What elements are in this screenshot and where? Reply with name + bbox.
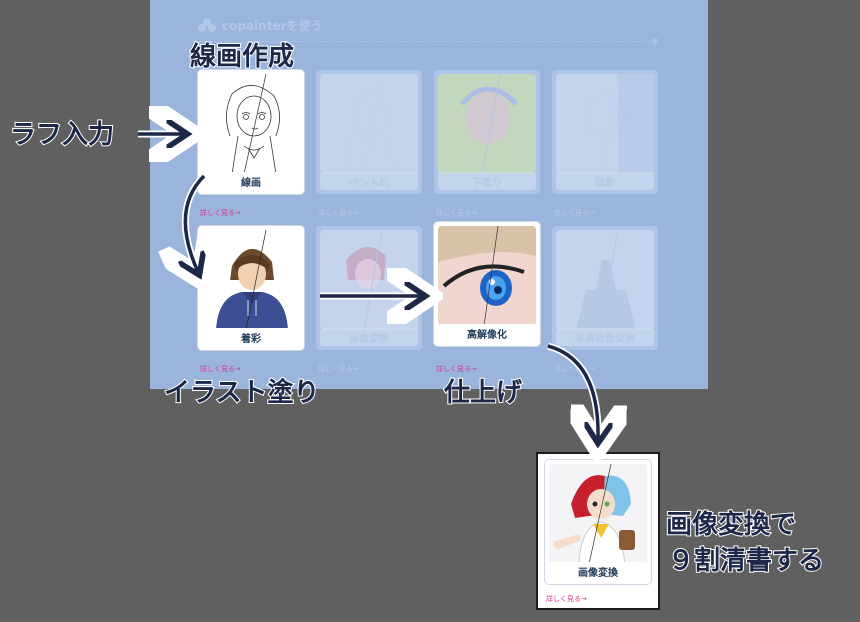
panel-header: copainterを使う [198,14,323,36]
card-image-convert-more-link[interactable]: 詳しく見る→ [318,365,359,373]
card-base-coloring-label: 下塗り [438,172,536,190]
card-lineart-label: 線画 [202,172,300,190]
shading-thumbnail [556,74,654,174]
base-coloring-thumbnail [438,74,536,174]
card-pen-inking-more-link[interactable]: 詳しく見る→ [318,209,359,217]
annotation-rough-input: ラフ入力 [9,119,115,151]
copainter-logo-icon [198,18,216,32]
pen-inking-image [345,74,395,174]
header-divider-dot [652,38,658,44]
final-convert-thumbnail [549,464,647,564]
card-upscale-more-link[interactable]: 詳しく見る→ [436,365,477,373]
card-final-more-link[interactable]: 詳しく見る→ [546,595,587,603]
card-final-label: 画像変換 [549,562,647,580]
upscale-thumbnail [438,226,536,326]
annotation-lineart-title: 線画作成 [189,41,295,73]
annotation-illust-paint: イラスト塗り [163,377,320,409]
card-lineart-more-link[interactable]: 詳しく見る→ [200,209,241,217]
panel-header-title: copainterを使う [222,18,323,33]
card-shading-more-link[interactable]: 詳しく見る→ [554,209,595,217]
photo-bg-image [576,230,636,330]
card-shading[interactable]: 陰影 [552,70,658,194]
annotation-convert-line1: 画像変換で [665,509,797,541]
card-coloring-label: 着彩 [202,328,300,346]
photo-bg-thumbnail [556,230,654,330]
card-photo-bg-convert[interactable]: 写真背景変換 [552,226,658,350]
final-convert-image [549,464,647,564]
card-base-coloring-more-link[interactable]: 詳しく見る→ [436,209,477,217]
image-convert-image [346,230,386,330]
card-base-coloring[interactable]: 下塗り [434,70,540,194]
card-image-convert-label: 画像変換 [320,328,418,346]
card-photo-bg-label: 写真背景変換 [556,328,654,346]
card-upscale[interactable]: 高解像化 [434,222,540,346]
pen-inking-thumbnail [320,74,418,174]
annotation-finish: 仕上げ [443,377,523,409]
upscale-image [438,226,536,326]
annotation-convert-line2: ９割清書する [667,545,825,577]
arrow-curve-down-icon [185,173,204,272]
lineart-image [202,74,300,174]
card-coloring-more-link[interactable]: 詳しく見る→ [200,365,241,373]
header-divider [200,41,655,42]
card-upscale-label: 高解像化 [438,324,536,342]
card-lineart[interactable]: 線画 [198,70,304,194]
lineart-thumbnail [202,74,300,174]
card-pen-inking-label: ペン入れ [320,172,418,190]
card-shading-label: 陰影 [556,172,654,190]
card-photo-bg-more-link[interactable]: 詳しく見る→ [554,365,595,373]
shading-image [587,74,654,174]
card-pen-inking[interactable]: ペン入れ [316,70,422,194]
card-final-image-convert[interactable]: 画像変換 [545,460,651,584]
arrow-curve-down-icon [546,342,598,440]
base-coloring-image [438,74,536,174]
